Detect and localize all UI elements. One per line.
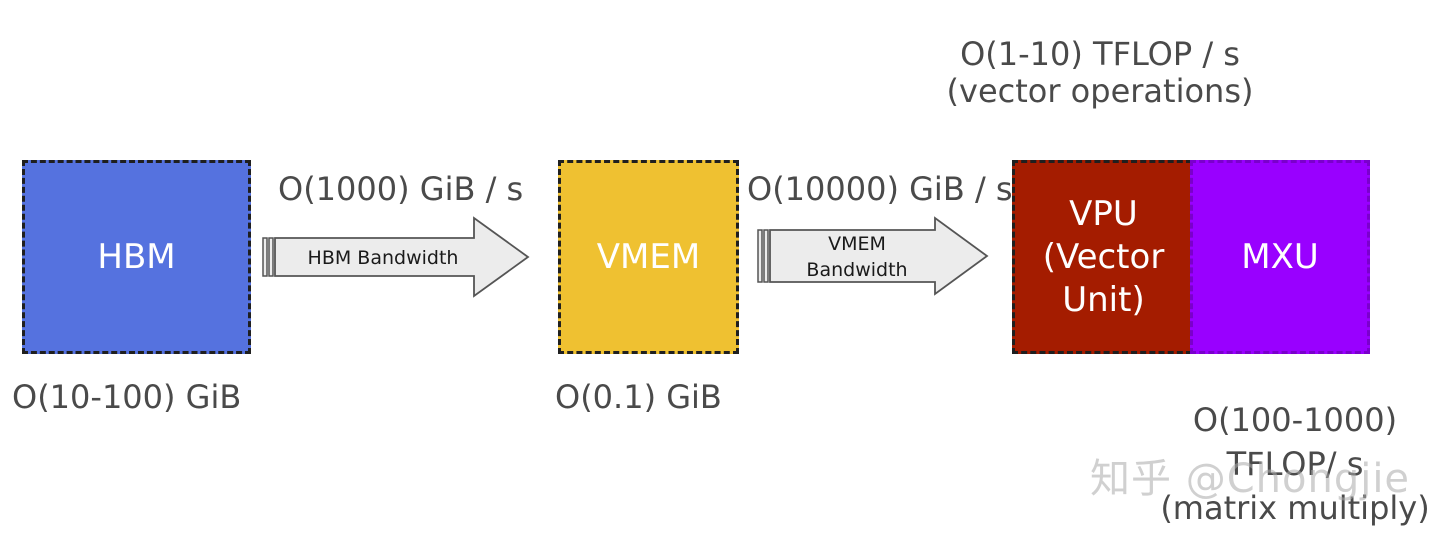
vpu-throughput-line2: (vector operations) — [946, 71, 1254, 110]
vmem-bandwidth-arrow — [757, 216, 989, 296]
hbm-bandwidth-arrow — [262, 216, 530, 298]
mxu-throughput-line1: O(100-1000) — [1192, 401, 1398, 439]
vpu-label-line2: (Vector — [1042, 236, 1165, 277]
arrow-tail-bar-2 — [268, 237, 274, 277]
hbm-bandwidth-arrow-label: HBM Bandwidth — [307, 247, 459, 269]
arrow-body — [274, 216, 530, 298]
mxu-throughput: O(100-1000) TFLOP/ s (matrix multiply) — [1150, 398, 1440, 530]
arrow-tail-bar-1 — [262, 237, 268, 277]
mxu-throughput-line2: TFLOP/ s — [1226, 445, 1364, 483]
vpu-throughput: O(1-10) TFLOP / s (vector operations) — [940, 36, 1260, 110]
hbm-capacity: O(10-100) GiB — [12, 378, 242, 416]
vpu-label: VPU (Vector Unit) — [1043, 193, 1165, 322]
vpu-throughput-line1: O(1-10) TFLOP / s — [960, 35, 1240, 73]
vmem-bandwidth-rate: O(10000) GiB / s — [747, 170, 1013, 208]
vmem-bandwidth-label-line2: Bandwidth — [806, 259, 908, 281]
arrow-tail-bar-2 — [763, 229, 769, 283]
vmem-bandwidth-label-line1: VMEM — [828, 233, 886, 255]
vpu-label-line1: VPU — [1069, 193, 1138, 234]
vmem-capacity: O(0.1) GiB — [555, 378, 722, 416]
arrow-tail-bar-1 — [757, 229, 763, 283]
vmem-box: VMEM — [558, 160, 739, 354]
watermark: 知乎 @Chongjie — [1090, 456, 1411, 502]
hbm-label: HBM — [97, 236, 176, 277]
vpu-box: VPU (Vector Unit) — [1012, 160, 1192, 354]
mxu-label: MXU — [1241, 236, 1319, 277]
vmem-bandwidth-arrow-label: VMEM Bandwidth — [772, 231, 942, 283]
hbm-box: HBM — [22, 160, 251, 354]
hbm-bandwidth-rate: O(1000) GiB / s — [278, 170, 524, 208]
mxu-throughput-line3: (matrix multiply) — [1160, 489, 1430, 527]
mxu-box: MXU — [1190, 160, 1370, 354]
vpu-label-line3: Unit) — [1062, 279, 1145, 320]
arrow-body — [769, 216, 989, 296]
vmem-label: VMEM — [596, 236, 701, 277]
